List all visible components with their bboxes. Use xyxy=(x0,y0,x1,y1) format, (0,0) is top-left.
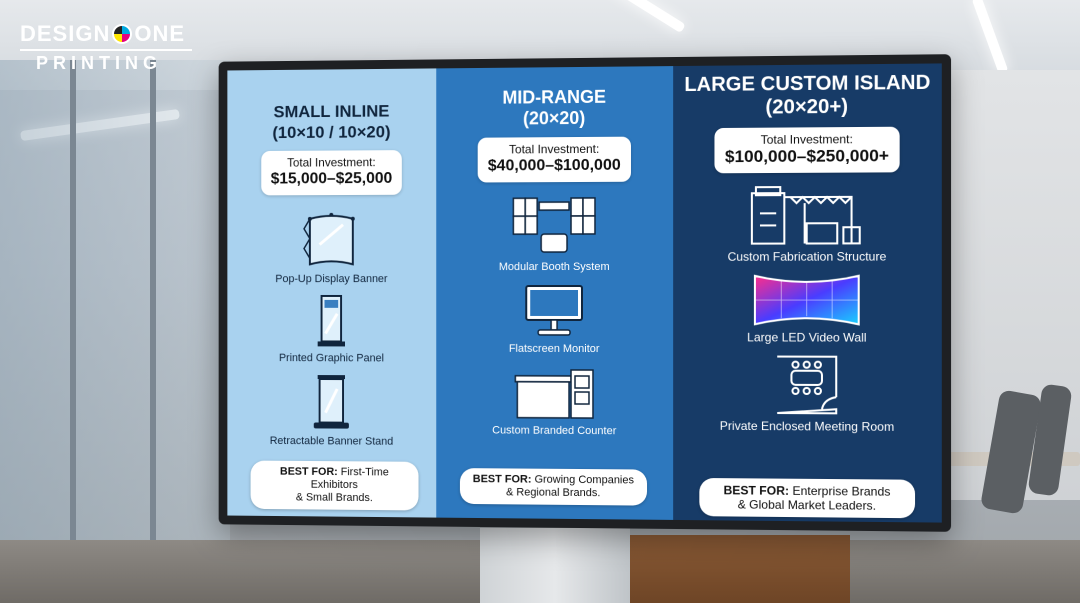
glass-wall xyxy=(0,60,230,560)
popup-banner-icon xyxy=(300,211,362,270)
best-for-label: BEST FOR: xyxy=(472,473,532,486)
feature-item: Custom Fabrication Structure xyxy=(727,183,887,264)
feature-item: Flatscreen Monitor xyxy=(509,282,600,356)
best-for-line2: & Regional Brands. xyxy=(506,486,601,500)
feature-label: Private Enclosed Meeting Room xyxy=(719,418,895,434)
panel-title-line1: SMALL INLINE xyxy=(273,101,390,122)
feature-label: Custom Branded Counter xyxy=(492,424,617,438)
meeting-room-icon xyxy=(771,352,842,417)
feature-label: Flatscreen Monitor xyxy=(508,342,600,356)
glass-frame xyxy=(70,60,76,560)
mid-range-panel: MID-RANGE (20×20) Total Investment: $40,… xyxy=(436,66,674,520)
truss-structure-icon xyxy=(746,183,868,248)
panel-title-line2: (20×20) xyxy=(522,107,586,129)
investment-label: Total Investment: xyxy=(287,155,376,170)
monitor-screen: SMALL INLINE (10×10 / 10×20) Total Inves… xyxy=(227,63,942,523)
best-for-pill: BEST FOR: Enterprise Brands & Global Mar… xyxy=(699,477,916,519)
large-custom-island-panel: LARGE CUSTOM ISLAND (20×20+) Total Inves… xyxy=(673,63,942,523)
wood-cabinet xyxy=(630,535,850,603)
display-monitor: SMALL INLINE (10×10 / 10×20) Total Inves… xyxy=(218,54,952,532)
investment-value: $100,000–$250,000+ xyxy=(724,146,889,167)
investment-value: $15,000–$25,000 xyxy=(270,170,393,188)
graphic-panel-icon xyxy=(312,294,351,349)
feature-label: Pop-Up Display Banner xyxy=(275,273,388,286)
best-for-label: BEST FOR: xyxy=(279,465,338,479)
investment-value: $40,000–$100,000 xyxy=(487,156,621,175)
best-for-line1: Growing Companies xyxy=(531,473,634,487)
panel-title: LARGE CUSTOM ISLAND (20×20+) xyxy=(684,72,930,121)
led-video-wall-icon xyxy=(751,272,863,329)
best-for-label: BEST FOR: xyxy=(723,483,790,498)
feature-item: Custom Branded Counter xyxy=(492,364,616,439)
feature-label: Custom Fabrication Structure xyxy=(727,249,887,264)
feature-item: Private Enclosed Meeting Room xyxy=(720,352,894,434)
investment-box: Total Investment: $100,000–$250,000+ xyxy=(714,126,900,174)
investment-label: Total Investment: xyxy=(509,141,600,157)
panel-title: SMALL INLINE (10×10 / 10×20) xyxy=(272,101,390,143)
panel-title-line1: MID-RANGE xyxy=(502,86,606,108)
best-for-line1: Enterprise Brands xyxy=(789,483,891,499)
logo-ring-icon xyxy=(112,24,133,44)
investment-box: Total Investment: $15,000–$25,000 xyxy=(260,150,403,196)
best-for-pill: BEST FOR: First-Time Exhibitors & Small … xyxy=(250,460,419,511)
small-inline-panel: SMALL INLINE (10×10 / 10×20) Total Inves… xyxy=(227,68,437,518)
logo-text-printing: PRINTING xyxy=(36,53,163,73)
designone-logo: DESIGN ONE PRINTING xyxy=(20,22,200,73)
feature-item: Large LED Video Wall xyxy=(747,272,867,345)
logo-divider xyxy=(20,49,192,51)
feature-label: Large LED Video Wall xyxy=(747,330,867,345)
feature-item: Pop-Up Display Banner xyxy=(275,211,388,286)
panel-title-line2: (10×10 / 10×20) xyxy=(272,122,391,143)
logo-text-one: ONE xyxy=(134,21,186,46)
feature-label: Printed Graphic Panel xyxy=(278,352,384,365)
panel-title-line1: LARGE CUSTOM ISLAND xyxy=(684,71,931,97)
glass-frame xyxy=(150,60,156,560)
feature-item: Modular Booth System xyxy=(499,192,610,274)
monitor-icon xyxy=(522,282,586,340)
banner-stand-icon xyxy=(310,373,353,433)
logo-wordmark: DESIGN ONE xyxy=(20,22,200,46)
panel-title-line2: (20×20+) xyxy=(765,95,849,119)
investment-label: Total Investment: xyxy=(760,132,853,147)
counter-icon xyxy=(509,364,599,422)
best-for-pill: BEST FOR: Growing Companies & Regional B… xyxy=(459,468,648,506)
feature-label: Retractable Banner Stand xyxy=(269,435,394,448)
investment-box: Total Investment: $40,000–$100,000 xyxy=(477,136,631,183)
monitor-stand xyxy=(480,528,630,603)
feature-item: Retractable Banner Stand xyxy=(269,373,394,449)
panel-title: MID-RANGE (20×20) xyxy=(502,87,606,130)
logo-text-design: DESIGN xyxy=(20,21,111,46)
best-for-line2: & Small Brands. xyxy=(295,491,373,505)
feature-label: Modular Booth System xyxy=(498,260,610,274)
feature-item: Printed Graphic Panel xyxy=(279,294,384,365)
modular-booth-icon xyxy=(509,192,599,258)
best-for-line2: & Global Market Leaders. xyxy=(737,497,877,513)
